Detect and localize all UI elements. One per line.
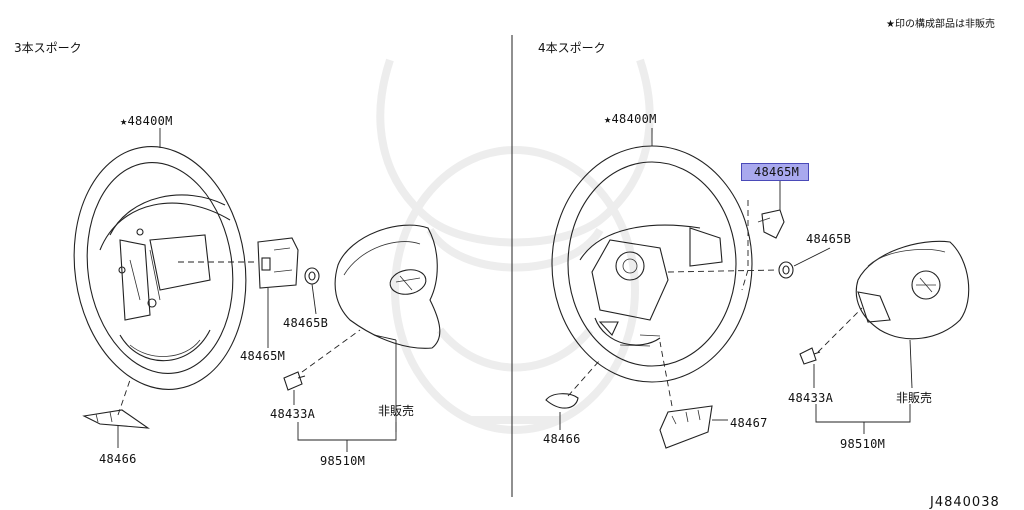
right-airbag-module[interactable] xyxy=(855,240,970,340)
watermark-emblem xyxy=(376,58,654,434)
right-label-48467[interactable]: 48467 xyxy=(730,416,768,430)
right-steering-wheel[interactable] xyxy=(551,145,753,383)
right-nut-48465B[interactable] xyxy=(778,261,794,279)
left-title-3-spoke: 3本スポーク xyxy=(14,41,82,55)
right-label-48465B[interactable]: 48465B xyxy=(806,232,852,246)
right-bolt-48433A[interactable] xyxy=(799,347,821,365)
left-bolt-48433A[interactable] xyxy=(283,371,306,391)
left-assembly-bracket xyxy=(297,422,397,441)
not-sold-note: ★印の構成部品は非販売 xyxy=(886,19,995,30)
left-label-48466[interactable]: 48466 xyxy=(99,452,137,466)
left-label-48465B[interactable]: 48465B xyxy=(283,316,329,330)
left-label-48400M[interactable]: ★48400M xyxy=(120,114,173,128)
left-airbag-module[interactable] xyxy=(334,224,441,349)
left-label-not-sold: 非販売 xyxy=(378,404,415,418)
right-label-48465M-text: 48465M xyxy=(754,165,800,179)
left-steering-wheel[interactable] xyxy=(59,135,261,400)
left-cover-48466[interactable] xyxy=(82,409,151,429)
right-title-4-spoke: 4本スポーク xyxy=(538,41,606,55)
diagram-code: J4840038 xyxy=(930,495,1000,510)
right-cover-48466[interactable] xyxy=(545,393,579,409)
right-label-48400M[interactable]: ★48400M xyxy=(604,112,657,126)
right-assembly-bracket xyxy=(815,404,911,423)
left-label-98510M[interactable]: 98510M xyxy=(320,454,366,468)
right-label-not-sold: 非販売 xyxy=(896,391,933,405)
right-label-48465M-highlighted[interactable]: 48465M xyxy=(741,163,809,181)
left-nut-48465B[interactable] xyxy=(304,267,320,285)
right-cover-48467[interactable] xyxy=(659,405,713,449)
left-label-48433A[interactable]: 48433A xyxy=(270,407,316,421)
right-bracket-48465M[interactable] xyxy=(757,209,785,239)
right-label-48433A[interactable]: 48433A xyxy=(788,391,834,405)
right-label-98510M[interactable]: 98510M xyxy=(840,437,886,451)
left-label-48465M[interactable]: 48465M xyxy=(240,349,286,363)
left-bracket-48465M[interactable] xyxy=(257,237,299,289)
right-label-48466[interactable]: 48466 xyxy=(543,432,581,446)
